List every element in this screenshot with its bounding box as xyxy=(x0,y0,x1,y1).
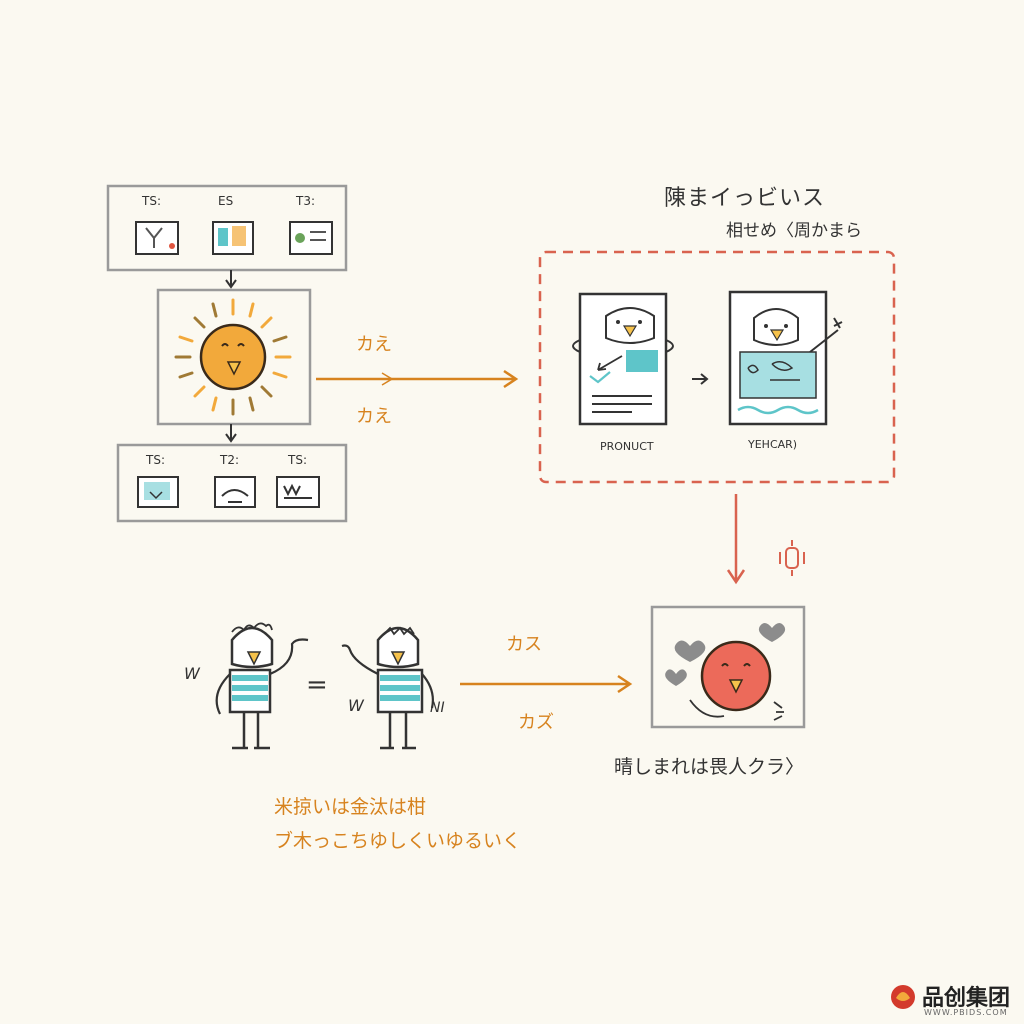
sparkle-icon xyxy=(779,540,805,576)
right-box-subtitle: 相せめ〈周かまら xyxy=(726,221,862,241)
result-box xyxy=(650,605,806,729)
sun-box xyxy=(156,288,312,426)
top-label-1: TS: xyxy=(142,194,161,208)
arrow-right-2 xyxy=(460,674,633,694)
bottom-note-line-1: 米掠いは金汰は柑 xyxy=(274,796,427,818)
arrow-label-2a: カス xyxy=(506,634,542,655)
card-right xyxy=(728,290,843,426)
heart-icon-1 xyxy=(674,640,706,662)
right-dashed-box xyxy=(538,250,896,484)
logo-mark-icon xyxy=(891,985,915,1009)
arrow-label-2b: カズ xyxy=(518,712,554,733)
bottom-icon-group xyxy=(116,443,348,523)
watermark-name: 品创集团 xyxy=(922,986,1011,1011)
arrow-down-1 xyxy=(225,270,237,289)
happy-face-icon xyxy=(700,640,772,712)
watermark-url: WWW.PBIDS.COM xyxy=(924,1008,1008,1017)
bottom-label-1: TS: xyxy=(146,453,165,467)
figure-mark-1: W xyxy=(184,664,200,683)
result-caption: 晴しまれは畏人クラ〉 xyxy=(614,756,805,778)
top-icon-group xyxy=(106,184,348,272)
sun-rays xyxy=(174,298,292,416)
thumb-1-icon xyxy=(135,221,179,255)
bottom-label-2: T2: xyxy=(220,453,240,467)
right-box-title: 陳まイっビいス xyxy=(664,186,826,211)
heart-icon-2 xyxy=(758,622,786,642)
heart-icon-3 xyxy=(665,669,687,686)
watermark-logo: 品创集团 WWW.PBIDS.COM xyxy=(888,980,1018,1017)
card-left-caption: PRONUCT xyxy=(600,440,654,453)
bottom-note-line-2: ブ木っこちゆしくいゆるいく xyxy=(274,830,522,852)
arrow-label-1a: カえ xyxy=(356,334,392,355)
top-label-2: ES xyxy=(218,194,234,208)
arrow-small-right xyxy=(692,373,709,385)
equals-sign: = xyxy=(306,670,328,700)
sun-icon xyxy=(199,323,267,391)
figure-left xyxy=(215,622,309,750)
figure-mark-3: NI xyxy=(430,700,445,716)
figure-mark-2: W xyxy=(348,696,364,715)
card-left xyxy=(572,292,674,426)
top-label-3: T3: xyxy=(296,194,316,208)
bottom-label-3: TS: xyxy=(288,453,307,467)
arrow-down-2 xyxy=(225,424,237,443)
figure-right xyxy=(341,626,434,750)
arrow-right-1 xyxy=(316,369,519,389)
card-right-caption: YEHCAR) xyxy=(748,438,798,451)
arrow-label-1b: カえ xyxy=(356,406,392,427)
arrow-down-red xyxy=(726,494,746,585)
